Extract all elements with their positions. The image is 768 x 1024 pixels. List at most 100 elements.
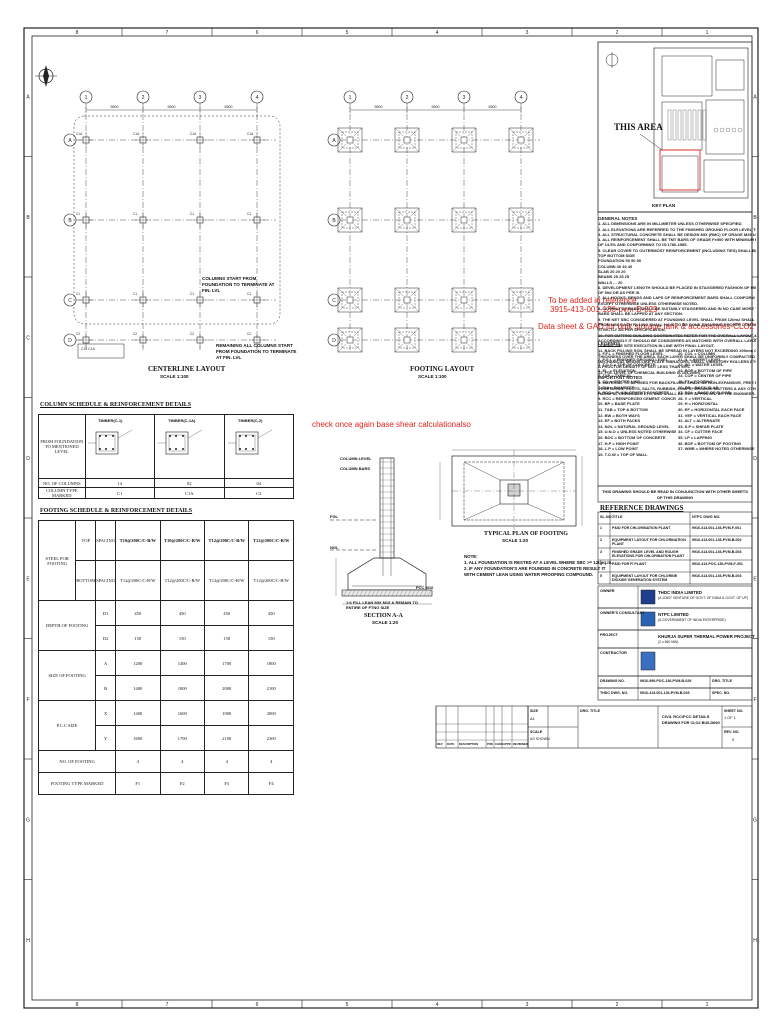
general-note-line: A PROCTOR DENSITY OF NOT LESS THAN 95%.	[598, 364, 691, 370]
fs-count-label: NO. OF FOOTING	[37, 750, 117, 773]
footing-outline	[337, 127, 363, 153]
pedestal-outline	[398, 131, 416, 149]
column-section	[403, 296, 411, 304]
general-note-line: TOP BOTTOM SIDE	[598, 253, 635, 259]
note-title: NOTE:	[464, 554, 478, 559]
border-number: 4	[436, 30, 439, 36]
fs-type: F2	[159, 772, 206, 795]
footing-slope	[410, 223, 420, 233]
slope-line	[463, 503, 501, 521]
legend-item: 12. BW = BOTH WAYS	[598, 412, 640, 418]
hatch	[359, 589, 364, 597]
column-elevation	[379, 457, 395, 559]
dimension-text: 5500	[168, 105, 176, 109]
footing-slope	[467, 143, 477, 153]
consultant-logo	[640, 611, 656, 627]
footing-slope	[394, 303, 404, 313]
footing-slope	[353, 207, 363, 217]
footing-schedule-table: STEEL FOR FOOTING TOP SPACING T10@200C/C…	[37, 520, 294, 795]
fs-cell: 2100	[203, 725, 250, 751]
legend-item: 5. TYP = TYPICAL	[598, 373, 632, 379]
pedestal-outline	[455, 291, 473, 309]
footing-slope	[451, 303, 461, 313]
column-tag: C1	[247, 292, 251, 296]
key-plan-this-area-label: THIS AREA	[614, 122, 663, 132]
footing-slope	[394, 127, 404, 137]
title-block-label: CONTRACTOR	[600, 651, 627, 655]
fs-bot-bar-2: T12@200C/C-B/W	[159, 560, 206, 601]
footing-slope	[337, 223, 347, 233]
fs-cell: 2100	[248, 675, 294, 701]
key-plan-caption: KEY PLAN	[652, 203, 676, 208]
fs-type: F4	[248, 772, 294, 795]
col-sched-count-label: NO. OF COLUMNS	[38, 478, 86, 488]
tank-icon	[737, 127, 743, 133]
column-tag: C1A	[247, 132, 254, 136]
thdc-no-label: THDC DWG. NO.	[600, 691, 629, 695]
border-number: 4	[436, 1002, 439, 1008]
border-letter: A	[753, 94, 757, 100]
column-section	[403, 216, 411, 224]
fs-bot-bar-3: T12@200C/C-B/W	[203, 560, 250, 601]
fs-cell: 450	[248, 600, 294, 626]
section-a-a-drawing	[330, 457, 433, 605]
footing-outline	[394, 127, 420, 153]
fs-tag-y: Y	[95, 725, 117, 751]
ref-cell: EQUIPMENT LAYOUT FOR CHLORINE DIOXIDE GE…	[612, 574, 678, 583]
footing-slope	[353, 127, 363, 137]
dimension-text: 5500	[375, 105, 383, 109]
hatch	[351, 589, 356, 597]
title-block-subvalue: (2 x 660 MW)	[658, 640, 679, 644]
site-boundary	[653, 47, 749, 199]
footing-slope	[451, 327, 461, 337]
grid-bubble-label: 2	[406, 95, 409, 101]
hatch	[347, 589, 352, 597]
border-letter: C	[753, 335, 757, 341]
general-note-line: BEAMS 25 25 25	[598, 274, 630, 280]
important-notes-title: IMPORTANT NOTES	[598, 374, 643, 380]
legend-item: 30. EF = HORIZONTAL EACH FACE	[678, 406, 745, 412]
footing-schedule-title: FOOTING SCHEDULE & REINFORCEMENT DETAILS	[40, 508, 193, 514]
footing-slope	[337, 127, 347, 137]
footing-slope	[508, 303, 518, 313]
footing-slope	[508, 327, 518, 337]
footing-slope	[410, 327, 420, 337]
fs-bottom-label: BOTTOM	[75, 560, 97, 601]
footing-slope	[353, 223, 363, 233]
column-tag: C1A	[133, 132, 140, 136]
drg-title-line: DRAWING FOR CLO2 BUILDING	[662, 721, 721, 725]
equipment	[682, 109, 687, 141]
sheet-label: SHEET NO.	[724, 709, 744, 713]
rev-label: REV. NO.	[724, 730, 740, 734]
border-letter: D	[753, 456, 757, 462]
footing-slope	[410, 303, 420, 313]
column-section	[346, 216, 354, 224]
column-tag: C2	[190, 332, 194, 336]
footing-outline	[508, 327, 534, 353]
footing-slope	[524, 327, 534, 337]
equipment	[697, 109, 702, 141]
footing-slope	[467, 127, 477, 137]
section-label-ngl: NGL	[330, 545, 339, 550]
title-block-subvalue: (A GOVERNMENT OF INDIA ENTERPRISE)	[658, 618, 726, 622]
section-label-col-bars: COLUMN BARS	[340, 466, 370, 471]
ref-cell: 3	[600, 550, 602, 554]
footing-slope	[337, 287, 347, 297]
dimension-text: 5500	[489, 105, 497, 109]
north-arrow-icon	[35, 65, 57, 87]
legend-item: 23. BOP = BOTTOM OF PIPE	[678, 367, 732, 373]
ref-header: TITLE	[612, 515, 623, 519]
pedestal-outline	[341, 291, 359, 309]
footing-slope	[508, 287, 518, 297]
col-type-c1a: C1A	[154, 487, 225, 499]
dimension-text: 5500	[432, 105, 440, 109]
col-detail-c1a: TIMBER(C-1A)	[168, 418, 196, 423]
thdc-no-value: 9916-413-001-136-PVM-B-029	[640, 691, 690, 695]
legend-item: 19. T.O.W = TOP OF WALL	[598, 451, 648, 457]
general-note-line: OF 50d OR AS PER IS.	[598, 290, 641, 296]
fs-top-label: TOP	[75, 520, 97, 561]
fs-cell: 450	[159, 600, 206, 626]
legend-item: 6. C/L = CENTER LINE	[598, 378, 641, 384]
general-note-line: 7. ALL HOOKS, BENDS AND LAPS OF REINFORC…	[598, 295, 756, 301]
col-count-c1a: 02	[154, 478, 225, 488]
